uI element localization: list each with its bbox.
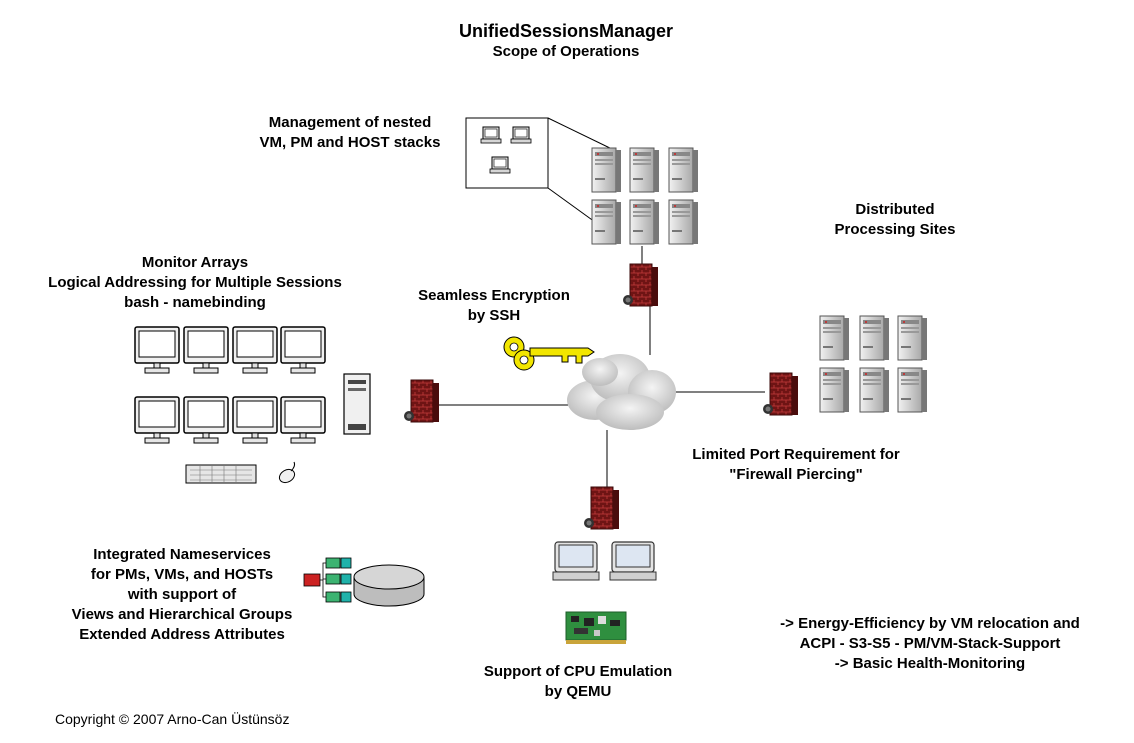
monitor-icon [280,326,326,374]
nested-stacks-line-2: VM, PM and HOST stacks [259,134,441,151]
firewall-line-1: Limited Port Requirement for [692,446,900,463]
nameservices-line-4: Views and Hierarchical Groups [71,606,293,623]
copyright-text: Copyright © 2007 Arno-Can Üstünsöz [55,711,290,727]
nested-stack-box [465,117,549,189]
encryption-label: Seamless Encryption by SSH [394,286,594,326]
energy-line-1: -> Energy-Efficiency by VM relocation an… [780,615,1080,632]
server-icon [668,199,699,245]
monitor-arrays-line-3: bash - namebinding [124,294,266,311]
monitor-icon [232,396,278,444]
monitor-arrays-line-2: Logical Addressing for Multiple Sessions [48,274,342,291]
firewall-icon [762,372,799,416]
server-icon [668,147,699,193]
server-icon [591,199,622,245]
name-tree-icon [303,557,352,603]
firewall-label: Limited Port Requirement for "Firewall P… [671,445,921,485]
pc-icon [552,541,600,581]
server-icon [629,199,660,245]
encryption-line-1: Seamless Encryption [418,287,570,304]
tower-pc-icon [343,373,371,435]
energy-line-3: -> Basic Health-Monitoring [834,655,1026,672]
monitor-icon [134,326,180,374]
cpu-emulation-line-1: Support of CPU Emulation [483,663,673,680]
encryption-line-2: by SSH [467,307,521,324]
mini-pc-icon [510,126,532,144]
server-icon [859,367,890,413]
energy-label: -> Energy-Efficiency by VM relocation an… [750,614,1110,674]
server-icon [897,315,928,361]
monitor-array [134,326,326,444]
monitor-icon [280,396,326,444]
monitor-icon [183,326,229,374]
energy-line-2: ACPI - S3-S5 - PM/VM-Stack-Support [799,635,1061,652]
mini-pc-icon [480,126,502,144]
firewall-icon [622,263,659,307]
server-icon [897,367,928,413]
nameservices-label: Integrated Nameservices for PMs, VMs, an… [52,545,312,645]
firewall-icon [583,486,620,530]
monitor-arrays-label: Monitor Arrays Logical Addressing for Mu… [15,253,375,313]
distributed-sites-label: Distributed Processing Sites [795,200,995,240]
database-icon [353,564,425,607]
monitor-icon [183,396,229,444]
server-icon [629,147,660,193]
distributed-line-2: Processing Sites [834,221,956,238]
monitor-icon [232,326,278,374]
nameservices-line-5: Extended Address Attributes [79,626,285,643]
server-icon [591,147,622,193]
server-icon [819,367,850,413]
firewall-icon [403,379,440,423]
pc-icon [609,541,657,581]
distributed-line-1: Distributed [855,201,935,218]
cpu-emulation-line-2: by QEMU [544,683,612,700]
mini-pc-icon [489,156,511,174]
nameservices-line-1: Integrated Nameservices [93,546,271,563]
nameservices-line-2: for PMs, VMs, and HOSTs [90,566,274,583]
server-icon [819,315,850,361]
page-subtitle: Scope of Operations [492,43,640,60]
monitor-arrays-line-1: Monitor Arrays [141,254,249,271]
cpu-emulation-label: Support of CPU Emulation by QEMU [458,662,698,702]
circuit-board-icon [565,611,627,644]
zoom-line-2 [547,187,596,223]
nameservices-line-3: with support of [127,586,237,603]
zoom-line-1 [547,117,615,151]
keyboard-icon [185,464,257,484]
page-title: UnifiedSessionsManager [458,21,674,41]
firewall-line-2: "Firewall Piercing" [729,466,863,483]
nested-stacks-line-1: Management of nested [268,114,432,131]
nested-stacks-label: Management of nested VM, PM and HOST sta… [230,113,470,153]
server-group-top [591,147,699,245]
server-group-right [819,315,928,413]
monitor-icon [134,396,180,444]
server-icon [859,315,890,361]
mouse-icon [278,461,296,484]
network-cloud-icon [567,354,676,430]
key-icon [503,336,595,371]
